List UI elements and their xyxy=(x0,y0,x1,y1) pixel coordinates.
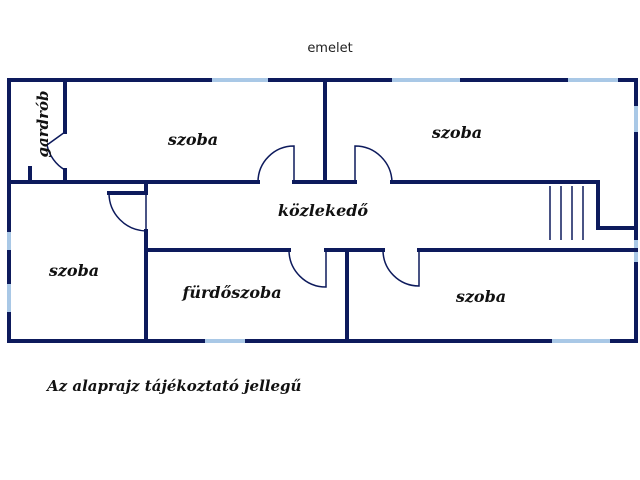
inner-walls xyxy=(7,80,638,343)
doors xyxy=(46,131,420,288)
disclaimer-note: Az alaprajz tájékoztató jellegű xyxy=(47,377,302,395)
room-label-gardrob: gardrób xyxy=(34,91,52,158)
stairs xyxy=(549,186,584,240)
room-label-kozlekedo: közlekedő xyxy=(278,201,369,220)
room-label-szoba-left: szoba xyxy=(48,261,99,280)
room-label-szoba-top-right: szoba xyxy=(431,123,482,142)
room-label-szoba-bottom-right: szoba xyxy=(455,287,506,306)
door-bottom-right-room xyxy=(382,249,420,287)
door-left-room xyxy=(108,192,147,232)
door-bathroom xyxy=(288,249,327,288)
floor-title: emelet xyxy=(307,41,352,56)
outer-walls xyxy=(7,78,638,343)
door-gardrob xyxy=(46,131,66,171)
door-top-right-room xyxy=(354,145,393,183)
room-label-furdoszoba: fürdőszoba xyxy=(181,283,281,302)
door-top-left-room xyxy=(257,145,295,183)
room-label-szoba-top-left: szoba xyxy=(167,130,218,149)
